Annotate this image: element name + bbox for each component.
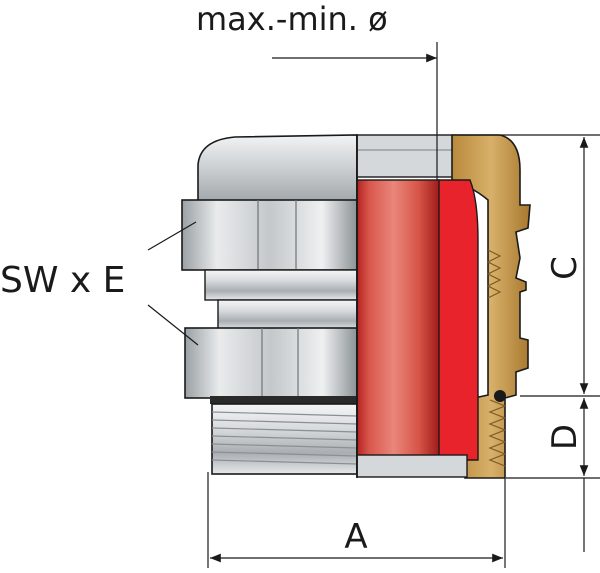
seal-insert — [437, 179, 479, 461]
label-d: D — [545, 424, 585, 450]
inner-sleeve-bottom — [356, 454, 468, 478]
label-c: C — [545, 256, 585, 280]
dome-cap — [197, 134, 358, 206]
label-max-min-diameter: max.-min. ø — [196, 0, 388, 38]
lower-hex-nut — [184, 327, 358, 399]
gland-section — [356, 134, 531, 479]
neck-ring-1 — [204, 269, 358, 301]
inner-sleeve-top — [356, 134, 458, 178]
brass-body — [451, 134, 531, 479]
label-a: A — [344, 517, 367, 557]
label-sw-x-e: SW x E — [0, 260, 125, 301]
upper-hex-nut — [181, 199, 358, 271]
gland-exterior — [181, 134, 358, 475]
flange-seal — [210, 396, 357, 404]
neck-ring-2 — [217, 299, 358, 331]
seal-cylinder — [356, 179, 440, 461]
o-ring — [494, 390, 506, 402]
dimension-lines — [147, 42, 600, 568]
